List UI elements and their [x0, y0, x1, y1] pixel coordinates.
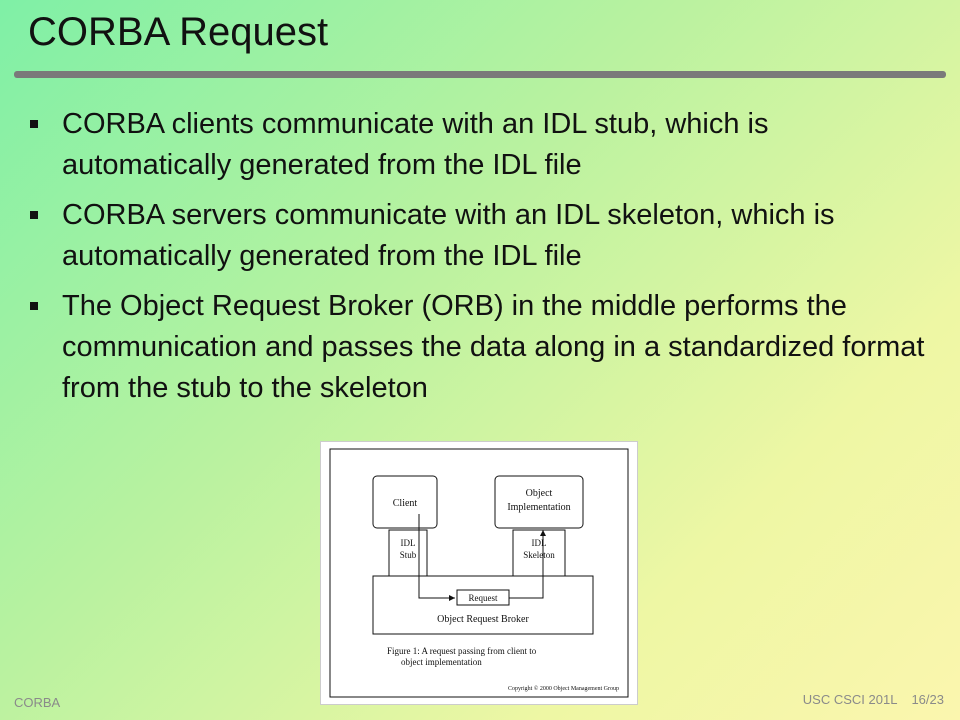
orb-label: Object Request Broker	[437, 614, 529, 625]
figure-frame	[329, 448, 629, 698]
bullet-item: The Object Request Broker (ORB) in the m…	[28, 286, 928, 409]
footer-section-label: CORBA	[14, 695, 61, 710]
idl-stub-box	[388, 529, 428, 577]
client-box	[372, 475, 438, 529]
footer-info: USC CSCI 201L 16/23	[789, 692, 944, 707]
corba-request-figure: Client Object Implementation IDL Stub ID…	[320, 441, 638, 705]
caption-line1: Figure 1: A request passing from client …	[387, 646, 537, 656]
bullet-marker	[30, 211, 38, 219]
client-label: Client	[393, 498, 418, 509]
copyright-text: Copyright © 2000 Object Management Group	[508, 685, 619, 692]
bullet-text: The Object Request Broker (ORB) in the m…	[62, 290, 925, 404]
idl-skeleton-label-line2: Skeleton	[523, 550, 555, 560]
bullet-marker	[30, 302, 38, 310]
bullet-item: CORBA servers communicate with an IDL sk…	[28, 195, 928, 277]
bullet-marker	[30, 120, 38, 128]
idl-skeleton-box	[512, 529, 566, 577]
footer-course: USC CSCI 201L	[802, 692, 898, 707]
request-arrow-in	[418, 514, 455, 601]
request-label: Request	[469, 593, 498, 603]
title-divider	[14, 71, 946, 78]
object-implementation-box	[494, 475, 584, 529]
bullet-item: CORBA clients communicate with an IDL st…	[28, 104, 928, 186]
slide-title: CORBA Request	[28, 10, 329, 54]
page-number: 16/23	[911, 692, 944, 707]
bullet-text: CORBA servers communicate with an IDL sk…	[62, 199, 835, 272]
idl-stub-label-line1: IDL	[401, 538, 416, 548]
bullet-text: CORBA clients communicate with an IDL st…	[62, 108, 769, 181]
idl-skeleton-label-line1: IDL	[532, 538, 547, 548]
idl-stub-label-line2: Stub	[400, 550, 417, 560]
object-impl-label-line2: Implementation	[507, 502, 570, 513]
request-arrow-out	[509, 530, 546, 599]
bullet-list: CORBA clients communicate with an IDL st…	[28, 104, 928, 418]
caption-line2: object implementation	[401, 657, 482, 667]
corba-diagram: Client Object Implementation IDL Stub ID…	[329, 448, 629, 698]
object-impl-label-line1: Object	[526, 488, 553, 499]
